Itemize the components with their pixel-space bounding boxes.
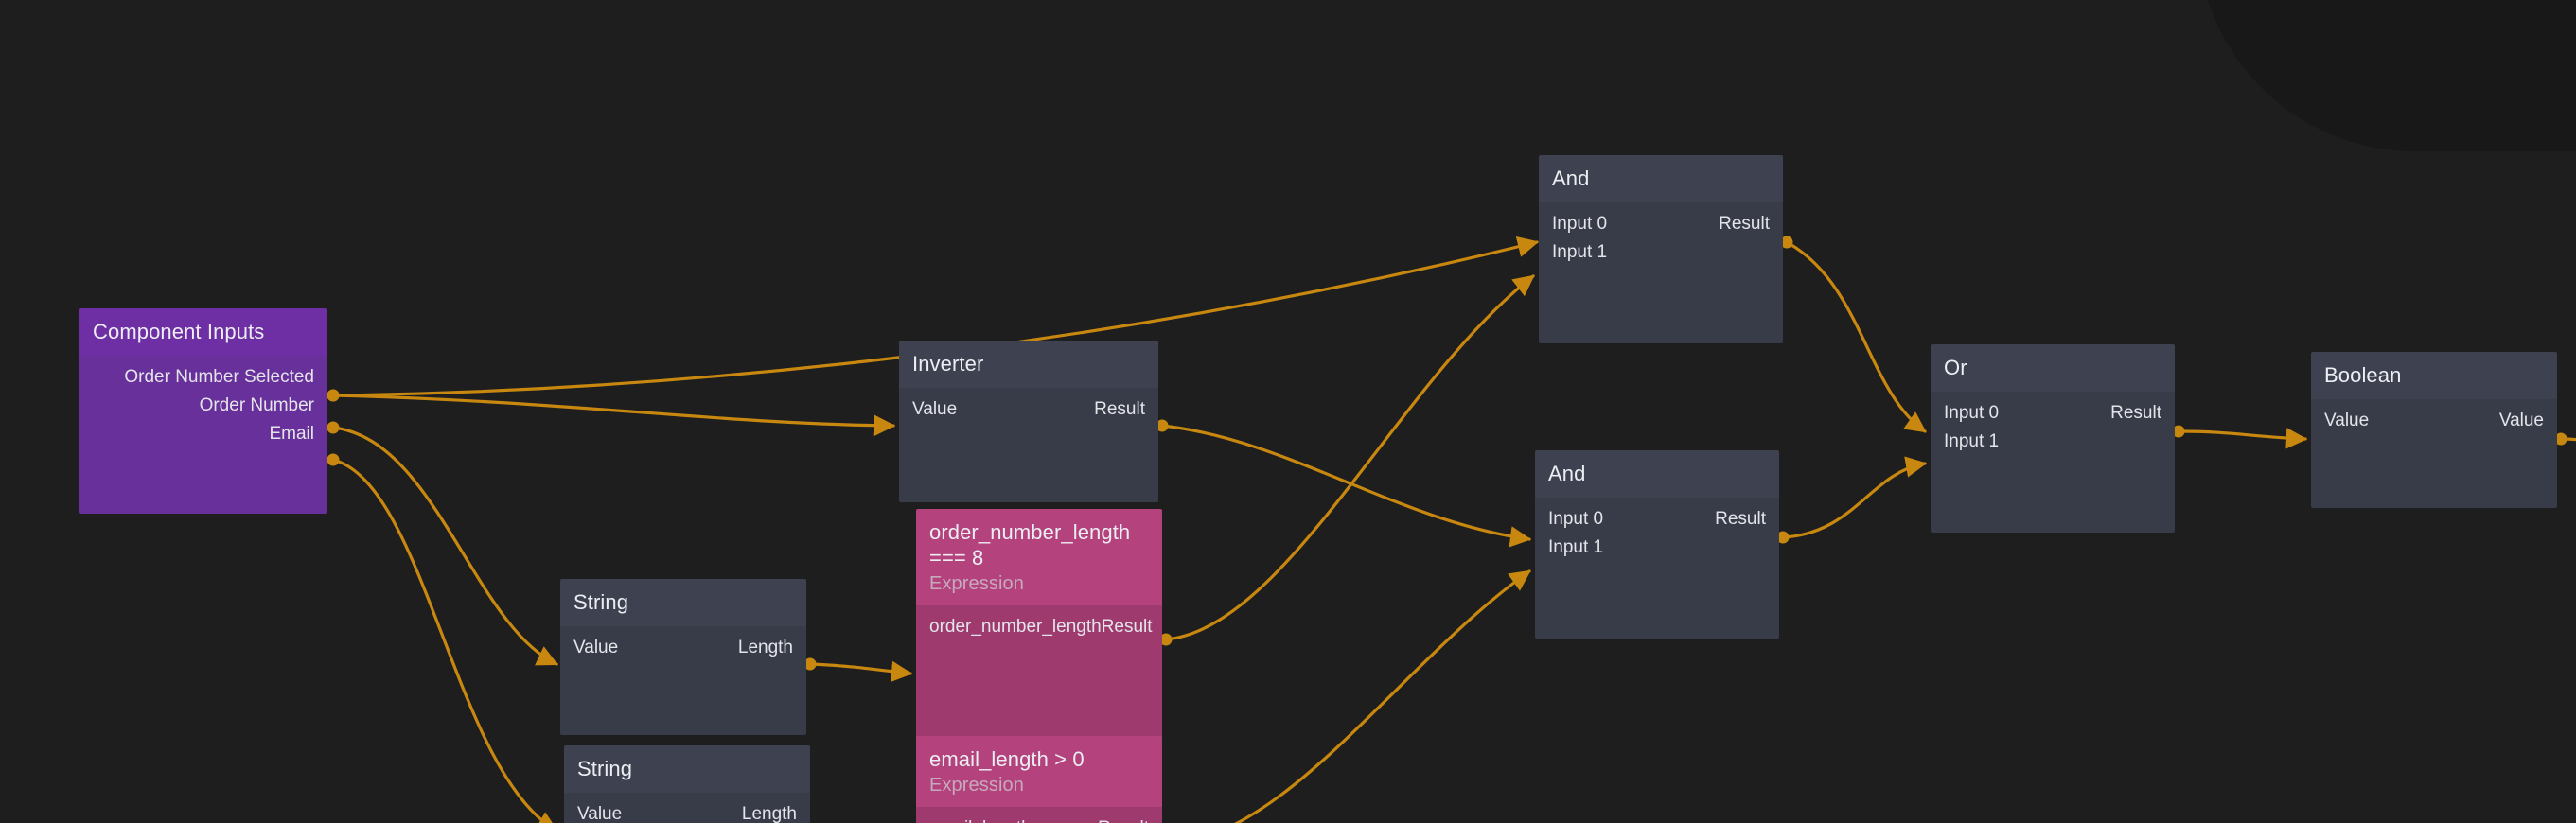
node-header: And	[1535, 450, 1779, 498]
node-title: String	[577, 757, 633, 780]
node-header: String	[564, 745, 810, 793]
port-row: Order Number	[79, 392, 327, 420]
edge[interactable]	[808, 660, 913, 683]
output-port-dot[interactable]	[326, 389, 340, 402]
node-header: Component Inputs	[79, 308, 327, 356]
input-port-value[interactable]: Value	[912, 398, 958, 419]
node-header: order_number_length === 8 Expression	[916, 509, 1162, 605]
node-body: email_length Result	[916, 806, 1162, 823]
port-row: Input 0 Result	[1931, 399, 2175, 428]
node-title: Component Inputs	[93, 320, 265, 343]
input-port-input-1[interactable]: Input 1	[1944, 430, 2000, 451]
output-port-result[interactable]: Result	[1715, 508, 1766, 529]
input-port-order-number-length[interactable]: order_number_length	[929, 616, 1102, 637]
output-port-value[interactable]: Value	[2498, 410, 2544, 430]
port-group	[326, 236, 2567, 671]
port-row: Value Length	[564, 800, 810, 823]
node-header: And	[1539, 155, 1783, 202]
node-body: Value Result	[899, 387, 1158, 502]
corner-vignette	[2197, 0, 2576, 151]
output-port-result[interactable]: Result	[2110, 402, 2161, 423]
input-port-input-1[interactable]: Input 1	[1548, 536, 1604, 557]
edge[interactable]	[2559, 437, 2576, 454]
port-row: Input 1	[1535, 534, 1779, 562]
port-row: Value Length	[560, 634, 806, 662]
output-port-dot[interactable]	[326, 389, 340, 402]
output-port-order-number[interactable]: Order Number	[199, 394, 314, 415]
output-port-result[interactable]: Result	[1719, 213, 1770, 234]
output-port-result[interactable]: Result	[1094, 398, 1145, 419]
output-port-result[interactable]: Result	[1098, 818, 1149, 823]
node-body: Value Value	[2311, 398, 2557, 508]
input-port-input-0[interactable]: Input 0	[1552, 213, 1608, 234]
node-title: Inverter	[912, 352, 984, 376]
edge[interactable]	[1160, 424, 1532, 548]
edge[interactable]	[331, 394, 896, 436]
edge[interactable]	[1166, 569, 1531, 823]
input-port-value[interactable]: Value	[573, 637, 619, 657]
node-title: Boolean	[2324, 363, 2402, 387]
node-title: email_length > 0	[929, 747, 1085, 771]
input-port-value[interactable]: Value	[577, 803, 623, 823]
node-title: And	[1552, 166, 1590, 190]
port-row: Email	[79, 420, 327, 448]
port-row: Value Result	[899, 395, 1158, 424]
output-port-result[interactable]: Result	[1101, 616, 1153, 637]
input-port-email-length[interactable]: email_length	[929, 818, 1032, 823]
edge[interactable]	[331, 426, 559, 666]
input-port-input-0[interactable]: Input 0	[1548, 508, 1604, 529]
input-port-input-0[interactable]: Input 0	[1944, 402, 2000, 423]
node-title: And	[1548, 462, 1586, 485]
output-port-length[interactable]: Length	[741, 803, 797, 823]
edge[interactable]	[2177, 428, 2308, 449]
port-row: Input 0 Result	[1535, 505, 1779, 534]
node-header: Inverter	[899, 341, 1158, 388]
edge-group	[331, 236, 2576, 823]
node-body: Value Length	[564, 792, 810, 823]
port-row: Input 0 Result	[1539, 210, 1783, 238]
port-row: email_length Result	[916, 814, 1162, 823]
output-port-length[interactable]: Length	[737, 637, 793, 657]
node-header: email_length > 0 Expression	[916, 736, 1162, 807]
node-title: Or	[1944, 356, 1967, 379]
output-port-order-number-selected[interactable]: Order Number Selected	[124, 366, 314, 387]
output-port-dot[interactable]	[326, 453, 340, 466]
node-subtitle: Expression	[929, 774, 1024, 796]
edge[interactable]	[1785, 240, 1927, 433]
node-header: String	[560, 579, 806, 626]
node-header: Or	[1931, 344, 2175, 392]
output-port-email[interactable]: Email	[269, 423, 314, 444]
port-row: Order Number Selected	[79, 363, 327, 392]
port-row: Value Value	[2311, 407, 2557, 435]
node-header: Boolean	[2311, 352, 2557, 399]
edge[interactable]	[1781, 456, 1928, 539]
node-expr-email-length[interactable]: email_length > 0 Expression email_length Re…	[916, 736, 1162, 823]
node-title: String	[573, 590, 629, 614]
port-row: Input 1	[1931, 428, 2175, 456]
edge[interactable]	[331, 458, 558, 823]
output-port-dot[interactable]	[326, 421, 340, 434]
node-title: order_number_length === 8	[929, 520, 1131, 569]
port-row: Input 1	[1539, 238, 1783, 267]
edge[interactable]	[1164, 274, 1535, 641]
input-port-input-1[interactable]: Input 1	[1552, 241, 1608, 262]
node-body: Value Length	[560, 625, 806, 735]
node-subtitle: Expression	[929, 572, 1024, 594]
input-port-value[interactable]: Value	[2324, 410, 2370, 430]
